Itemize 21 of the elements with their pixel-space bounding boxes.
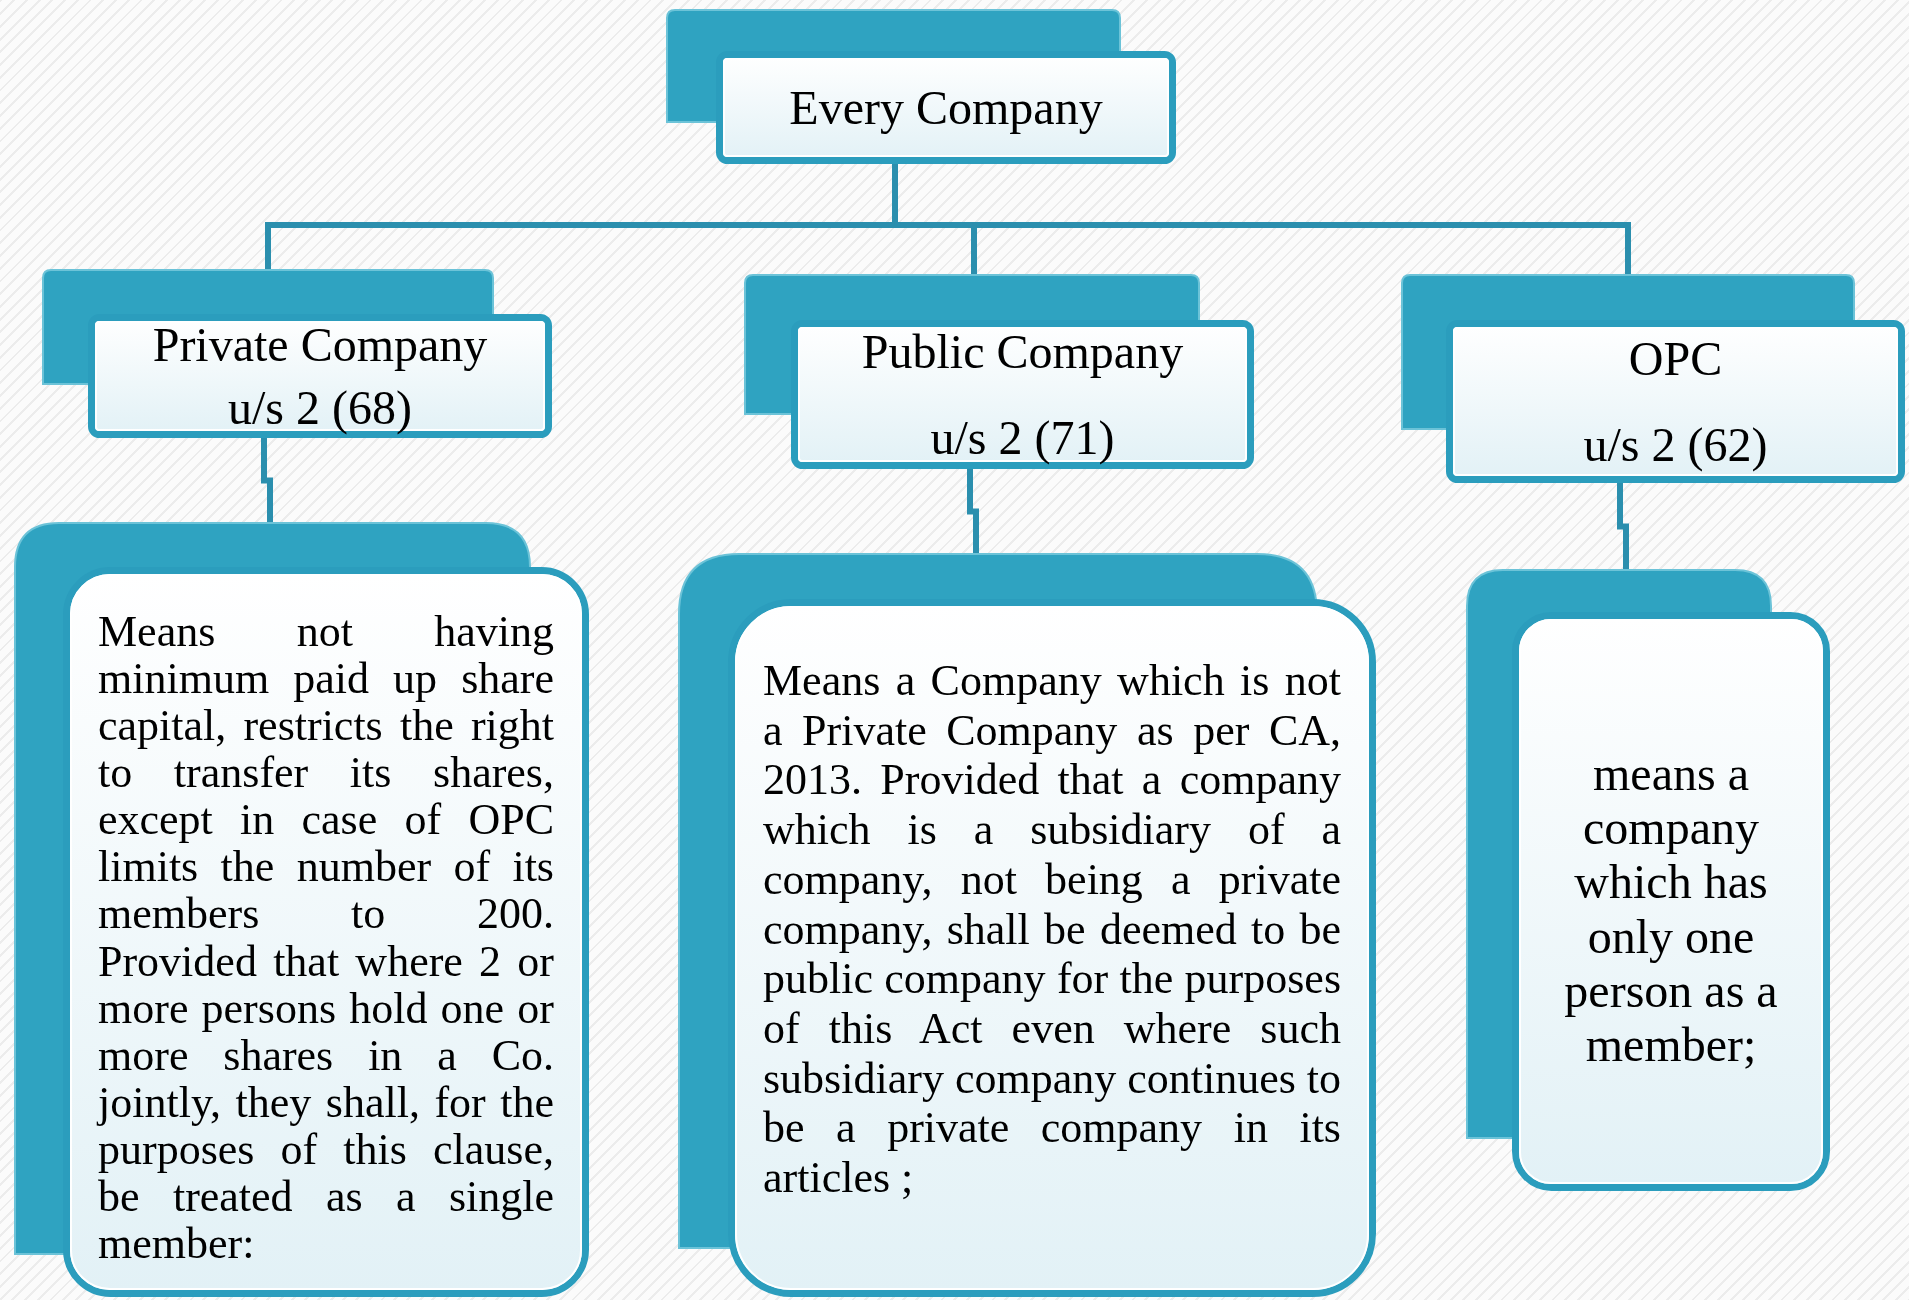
heading-text: Every Company bbox=[789, 79, 1103, 136]
definition-text: Means a Company which is not a Private Company as per CA, 2013. Provided that a company which is a subsidiary of a company, not being a private company, shall be deemed to be public company for the purposes of this Act even where such subsidiary company continues to be a private company in its articles ; bbox=[763, 656, 1341, 1203]
connector-line bbox=[967, 469, 979, 554]
heading-text: Public Company bbox=[861, 324, 1184, 380]
connector-line bbox=[1617, 483, 1629, 570]
heading-text: Private Company bbox=[152, 316, 488, 372]
heading-text: OPC bbox=[1628, 331, 1723, 387]
section-reference: u/s 2 (71) bbox=[930, 409, 1115, 465]
section-reference: u/s 2 (62) bbox=[1583, 416, 1768, 472]
connector-line bbox=[261, 438, 273, 523]
connector-line bbox=[892, 164, 1631, 275]
definition-card bbox=[679, 554, 1376, 1297]
definition-text: Means not having minimum paid up share capital, restricts the right to transfer its shares, except in case of OPC limits the number of its members to 200. Provided that where 2 or more persons hold one or more shares in a Co. jointly, they shall, for the purposes of this clause, be treated as a single member: bbox=[98, 608, 554, 1268]
section-reference: u/s 2 (68) bbox=[228, 380, 412, 436]
heading-card bbox=[745, 275, 1254, 469]
heading-card bbox=[43, 270, 552, 438]
definition-text: means a company which has only one person as a member; bbox=[1563, 747, 1779, 1073]
definition-card bbox=[1467, 570, 1830, 1191]
heading-card bbox=[1402, 275, 1905, 483]
definition-card bbox=[15, 523, 589, 1297]
heading-card bbox=[667, 10, 1176, 164]
